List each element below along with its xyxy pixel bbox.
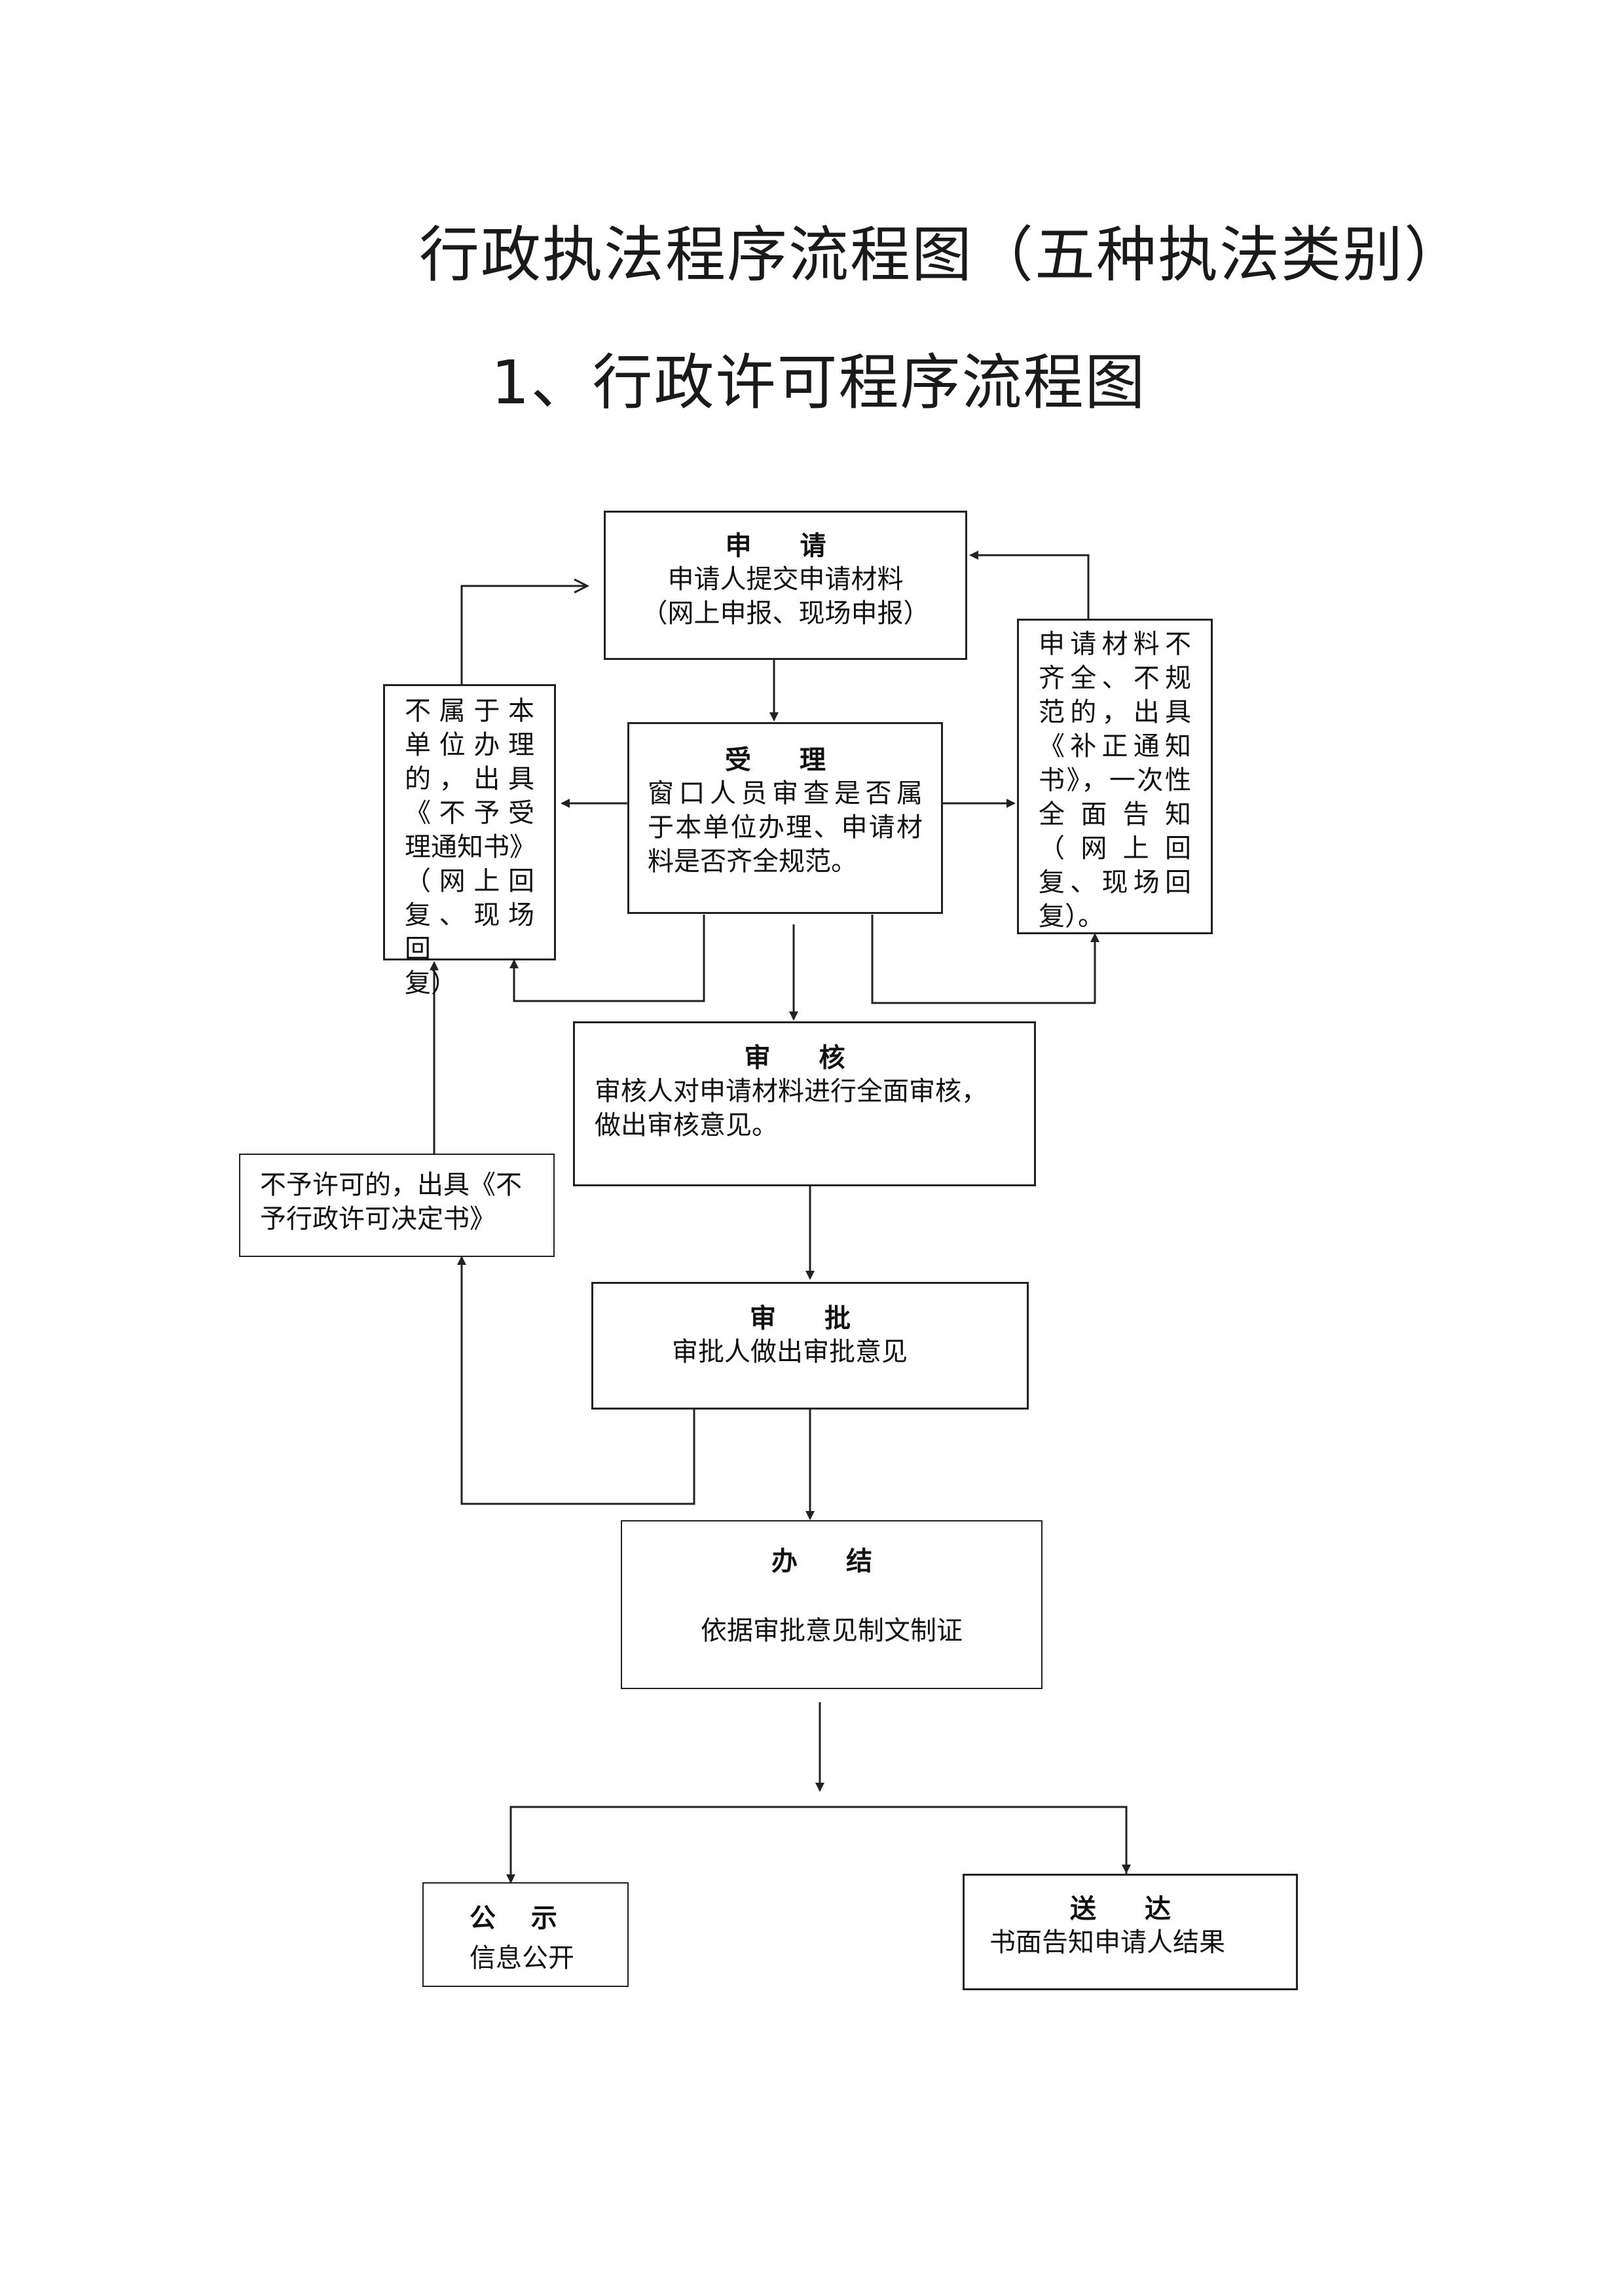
arrow-accept-bottom-to-reject (509, 915, 705, 1002)
supplement-text-2: 齐全、不规 (1039, 663, 1191, 693)
apply-text-1: 申请人提交申请材料 (667, 564, 904, 594)
deny-box: 不予许可的，出具《不 予行政许可决定书》 (239, 1154, 555, 1257)
deny-text-1: 不予许可的，出具《不 (260, 1170, 522, 1200)
apply-text-2: （网上申报、现场申报） (641, 598, 930, 629)
reject-text-5: 理通知书》 (405, 832, 536, 862)
supplement-text-9: 复）。 (1039, 902, 1104, 932)
reject-text-4: 《不予受 (405, 798, 534, 828)
main-title: 行政执法程序流程图（五种执法类别） (419, 220, 1466, 290)
accept-text-3: 料是否齐全规范。 (648, 847, 857, 877)
deliver-text: 书面告知申请人结果 (989, 1927, 1225, 1958)
arrow-supplement-to-apply (969, 551, 1090, 619)
deny-text-2: 予行政许可决定书》 (260, 1204, 496, 1234)
apply-box: 申 请 申请人提交申请材料 （网上申报、现场申报） (604, 511, 967, 660)
supplement-text-8: 复、现场回 (1039, 867, 1191, 898)
reject-text-7: 复、现场回 (405, 900, 534, 964)
supplement-box: 申请材料不 齐全、不规 范的，出具 《补正通知 书》，一次性 全面告知 （网上回… (1017, 619, 1213, 934)
supplement-text-4: 《补正通知 (1039, 731, 1191, 761)
accept-heading: 受 理 (725, 745, 845, 775)
approve-box: 审 批 审批人做出审批意见 (591, 1282, 1029, 1410)
supplement-text-6: 全面告知 (1039, 799, 1191, 829)
accept-text-1: 窗口人员审查是否属 (648, 778, 923, 809)
accept-text-2: 于本单位办理、申请材 (648, 812, 923, 843)
approve-heading: 审 批 (750, 1303, 870, 1334)
deliver-box: 送 达 书面告知申请人结果 (963, 1874, 1298, 1990)
conclude-box: 办 结 依据审批意见制文制证 (621, 1520, 1043, 1689)
reject-notice-box: 不属于本 单位办理 的，出具 《不予受 理通知书》 （网上回 复、现场回 复） (383, 684, 556, 998)
publicize-text: 信息公开 (470, 1943, 574, 1973)
arrow-approve-to-deny (457, 1256, 695, 1505)
sub-title: 1、行政许可程序流程图 (491, 348, 1147, 418)
supplement-text-3: 范的，出具 (1039, 697, 1191, 727)
approve-text: 审批人做出审批意见 (672, 1337, 908, 1367)
accept-box: 受 理 窗口人员审查是否属 于本单位办理、申请材 料是否齐全规范。 (627, 722, 943, 914)
review-box: 审 核 审核人对申请材料进行全面审核， 做出审核意见。 (573, 1021, 1036, 1186)
publicize-box: 公 示 信息公开 (422, 1882, 629, 1987)
review-text-2: 做出审核意见。 (595, 1110, 778, 1140)
review-heading: 审 核 (744, 1043, 865, 1073)
review-text-1: 审核人对申请材料进行全面审核， (595, 1076, 987, 1106)
reject-text-1: 不属于本 (405, 696, 534, 726)
arrow-accept-bottom-to-supplement (871, 915, 1099, 1004)
conclude-text: 依据审批意见制文制证 (701, 1616, 963, 1646)
reject-text-2: 单位办理 (405, 730, 534, 760)
reject-text-3: 的，出具 (405, 764, 534, 794)
supplement-text-1: 申请材料不 (1039, 629, 1191, 659)
reject-text-8: 复） (405, 968, 457, 998)
split-line (509, 1806, 1128, 1882)
deliver-heading: 送 达 (1070, 1894, 1190, 1924)
apply-heading: 申 请 (725, 531, 846, 561)
reject-text-6: （网上回 (405, 866, 534, 896)
conclude-heading: 办 结 (771, 1546, 892, 1576)
supplement-text-7: （网上回 (1039, 833, 1191, 864)
supplement-text-5: 书》，一次性 (1039, 765, 1191, 795)
arrow-reject-to-apply (460, 586, 587, 685)
publicize-heading: 公 示 (470, 1903, 570, 1933)
